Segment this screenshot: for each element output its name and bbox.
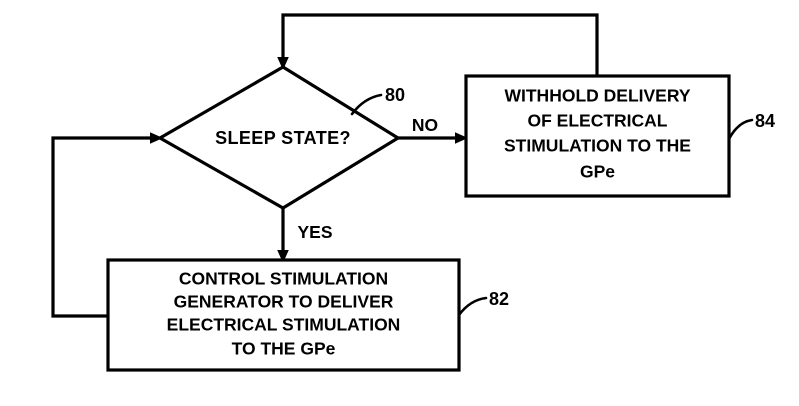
connector-withhold-to-decision — [281, 13, 599, 76]
branch-label-yes: YES — [297, 222, 332, 242]
connector-control-to-decision — [51, 136, 154, 318]
arrowhead-control-top — [277, 250, 289, 263]
arrowhead-decision-top — [277, 57, 289, 70]
leader-line-82 — [457, 296, 488, 317]
process-withhold-line-1: WITHHOLD DELIVERY — [504, 86, 690, 106]
decision-label: SLEEP STATE? — [215, 128, 351, 148]
process-withhold-line-4: GPe — [580, 162, 615, 182]
ref-numeral-84: 84 — [755, 111, 775, 131]
ref-numeral-82: 82 — [489, 289, 509, 309]
process-withhold-line-2: OF ELECTRICAL — [528, 111, 668, 131]
branch-label-no: NO — [412, 115, 438, 135]
leader-line-84 — [727, 118, 754, 141]
arrowhead-decision-left — [150, 132, 163, 144]
process-control-line-1: CONTROL STIMULATION — [179, 269, 388, 289]
decision-diamond-shape[interactable] — [156, 65, 402, 210]
ref-numeral-80: 80 — [385, 85, 405, 105]
leader-line-80 — [350, 93, 383, 116]
process-control-line-2: GENERATOR TO DELIVER — [174, 292, 394, 312]
process-control-box[interactable] — [106, 258, 461, 372]
process-withhold-line-3: STIMULATION TO THE — [504, 136, 691, 156]
process-withhold-box[interactable] — [464, 74, 731, 198]
process-control-line-3: ELECTRICAL STIMULATION — [167, 315, 401, 335]
process-control-line-4: TO THE GPe — [232, 339, 336, 359]
arrowhead-withhold-left — [455, 132, 468, 144]
